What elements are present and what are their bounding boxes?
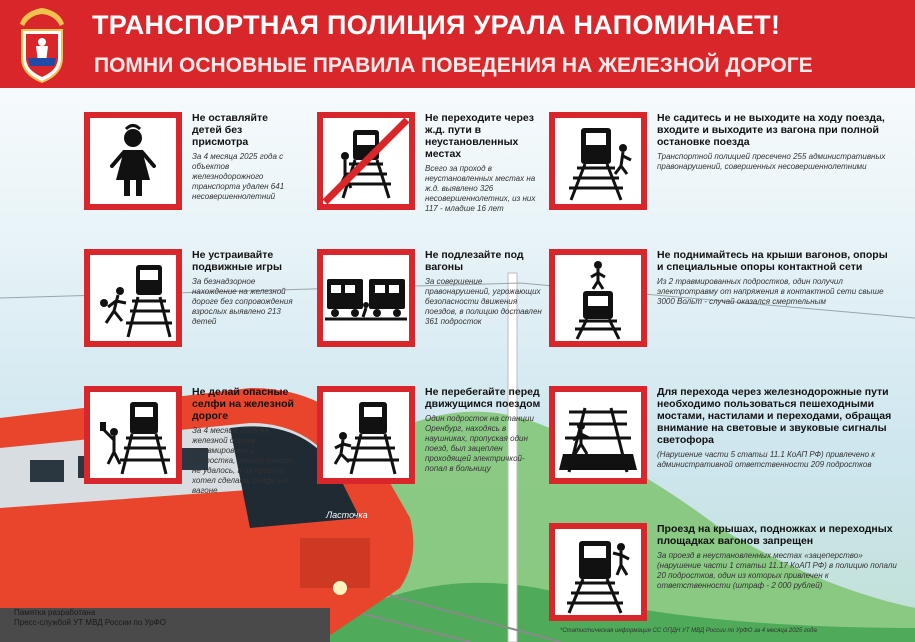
warning-sign [317,112,415,210]
selfie-icon [100,402,170,475]
running-child-icon [100,265,172,338]
roof-climb-icon [575,261,621,340]
warning-sign [317,249,415,347]
rule-description: Всего за проход в неустановленных местах… [425,164,536,213]
police-emblem-icon [20,8,64,84]
catenary-mast [507,272,518,642]
rule-title: Не поднимайтесь на крыши вагонов, опоры … [657,249,888,273]
rule-description: За 4 месяца 2025 на железной дороге трав… [192,426,294,495]
rule-description: За совершение правонарушений, угрожающих… [425,277,542,326]
rule-title: Не подлезайте под вагоны [425,249,524,273]
page-subtitle: ПОМНИ ОСНОВНЫЕ ПРАВИЛА ПОВЕДЕНИЯ НА ЖЕЛЕ… [94,54,813,77]
rule-title: Не перебегайте перед движущимся поездом [425,386,541,410]
pedestrian-bridge-icon [559,407,637,473]
rule-description: Транспортной полицией пресечено 255 адми… [657,152,886,171]
rule-title: Не оставляйте детей без присмотра [192,112,268,148]
child-icon [110,124,156,196]
warning-sign [84,112,182,210]
warning-sign [549,386,647,484]
rule-title: Не садитесь и не выходите на ходу поезда… [657,112,885,148]
rule-title: Не делай опасные селфи на железной дорог… [192,386,294,422]
rule-description: За 4 месяца 2025 года с объектов железно… [192,152,285,201]
page-title: ТРАНСПОРТНАЯ ПОЛИЦИЯ УРАЛА НАПОМИНАЕТ! [92,10,781,40]
credit-line: Пресс-службой УТ МВД России по УрФО [14,618,166,627]
run-before-train-icon [333,402,399,475]
warning-sign [549,523,647,621]
statistics-source-note: *Статистическая информация СС ОПДН УТ МВ… [560,628,817,634]
rule-description: За безнадзорное нахождение на железной д… [192,277,293,326]
warning-sign [317,386,415,484]
rule-description: Один подросток на станции Оренбург, нахо… [425,414,534,473]
warning-sign [549,112,647,210]
warning-sign [84,386,182,484]
rule-description: Из 2 травмированных подростков, один пол… [657,277,884,306]
rule-description: (Нарушение части 5 статьи 11.1 КоАП РФ) … [657,450,876,469]
boarding-train-icon [569,128,632,201]
rule-title: Проезд на крышах, подножках и переходных… [657,523,893,547]
background-illustration: Ласточка [0,272,915,642]
warning-sign [84,249,182,347]
credit-note: Памятка разработана Пресс-службой УТ МВД… [14,608,166,628]
rule-description: За проезд в неустановленных местах «заце… [657,551,897,590]
header-banner: ТРАНСПОРТНАЯ ПОЛИЦИЯ УРАЛА НАПОМИНАЕТ! П… [0,0,915,88]
train-hanging-icon [567,541,630,614]
warning-sign [549,249,647,347]
under-wagon-icon [325,279,407,321]
rule-title: Не переходите через ж.д. пути в неустано… [425,112,534,160]
no-crossing-icon [323,118,409,204]
train-brand-label: Ласточка [325,510,368,520]
rule-title: Для перехода через железнодорожные пути … [657,386,892,446]
credit-line: Памятка разработана [14,608,96,617]
rule-title: Не устраивайте подвижные игры [192,249,282,273]
